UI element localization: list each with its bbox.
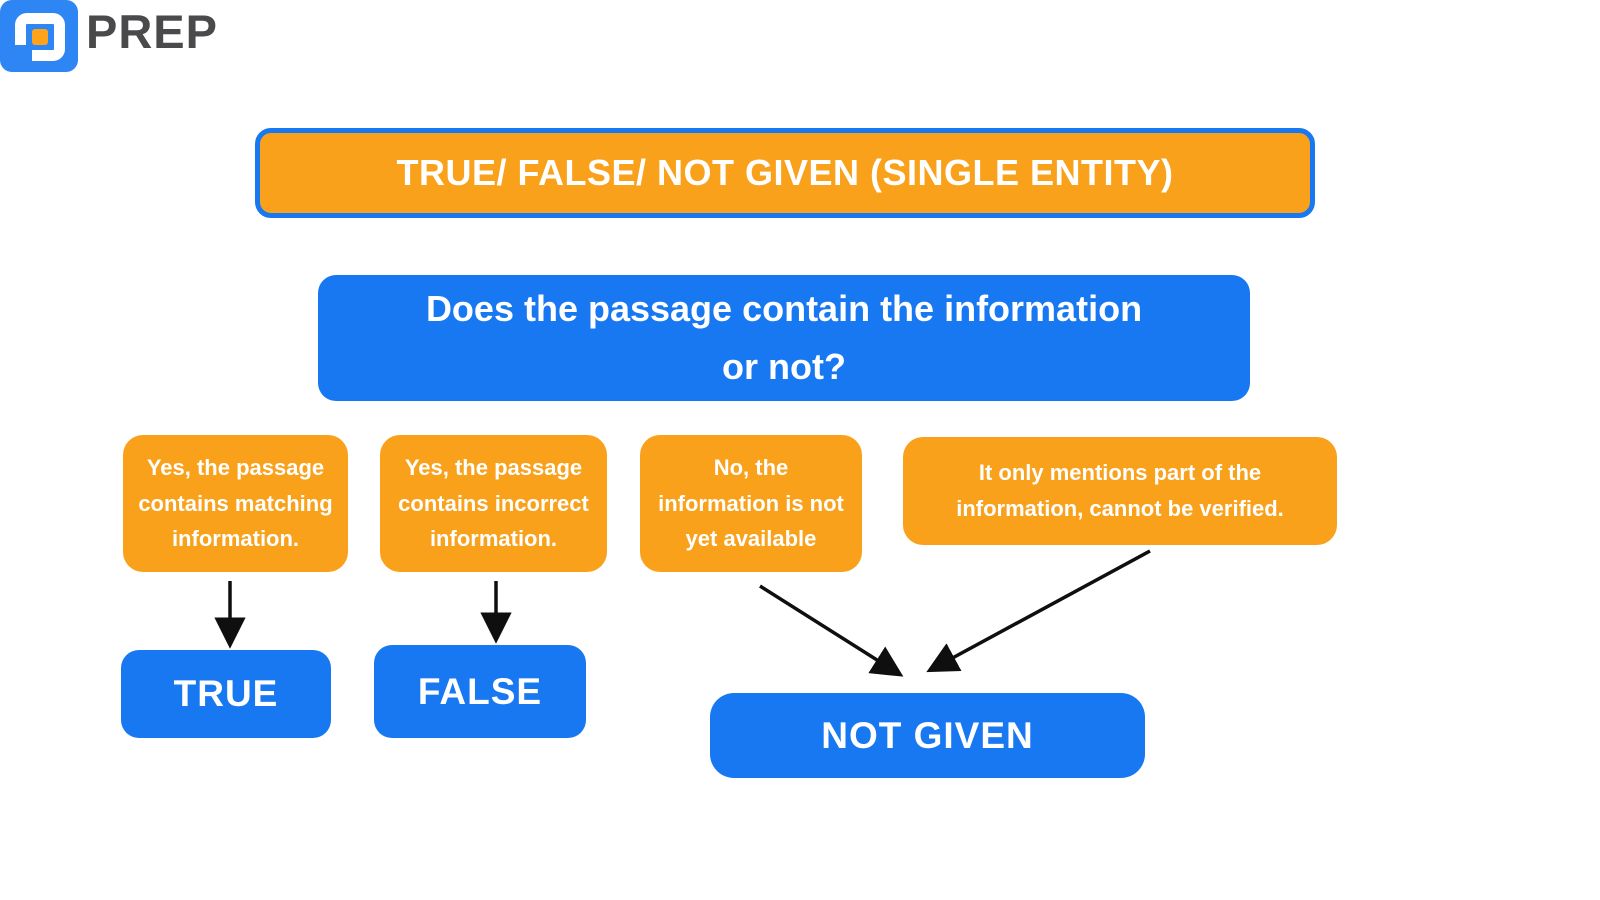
- title-banner: TRUE/ FALSE/ NOT GIVEN (SINGLE ENTITY): [255, 128, 1315, 218]
- logo-p-ring: [15, 13, 65, 61]
- brand-name: PREP: [86, 5, 218, 58]
- prep-logo-icon: [0, 0, 78, 72]
- question-box: Does the passage contain the information…: [318, 275, 1250, 401]
- title-banner-label: TRUE/ FALSE/ NOT GIVEN (SINGLE ENTITY): [396, 152, 1174, 193]
- result-label: TRUE: [173, 673, 279, 714]
- result-label: NOT GIVEN: [821, 714, 1034, 756]
- condition-label: Yes, the passage contains incorrect info…: [398, 455, 589, 552]
- condition-box-not-available: No, the information is not yet available: [640, 435, 862, 572]
- result-box-false: FALSE: [374, 645, 586, 738]
- condition-box-partial: It only mentions part of the information…: [903, 437, 1337, 545]
- question-label: Does the passage contain the information…: [425, 287, 1143, 387]
- condition-box-matching: Yes, the passage contains matching infor…: [123, 435, 348, 572]
- arrow-partial-to-not-given: [926, 549, 1151, 673]
- condition-label: Yes, the passage contains matching infor…: [138, 455, 333, 552]
- condition-label: No, the information is not yet available: [658, 455, 844, 552]
- result-label: FALSE: [417, 670, 543, 712]
- arrow-not-available-to-not-given: [759, 584, 904, 677]
- result-box-not-given: NOT GIVEN: [710, 693, 1145, 778]
- condition-label: It only mentions part of the information…: [956, 460, 1284, 521]
- result-box-true: TRUE: [121, 650, 331, 738]
- condition-box-incorrect: Yes, the passage contains incorrect info…: [380, 435, 607, 572]
- logo-ring-gap: [7, 45, 32, 69]
- logo-orange-dot: [32, 29, 48, 45]
